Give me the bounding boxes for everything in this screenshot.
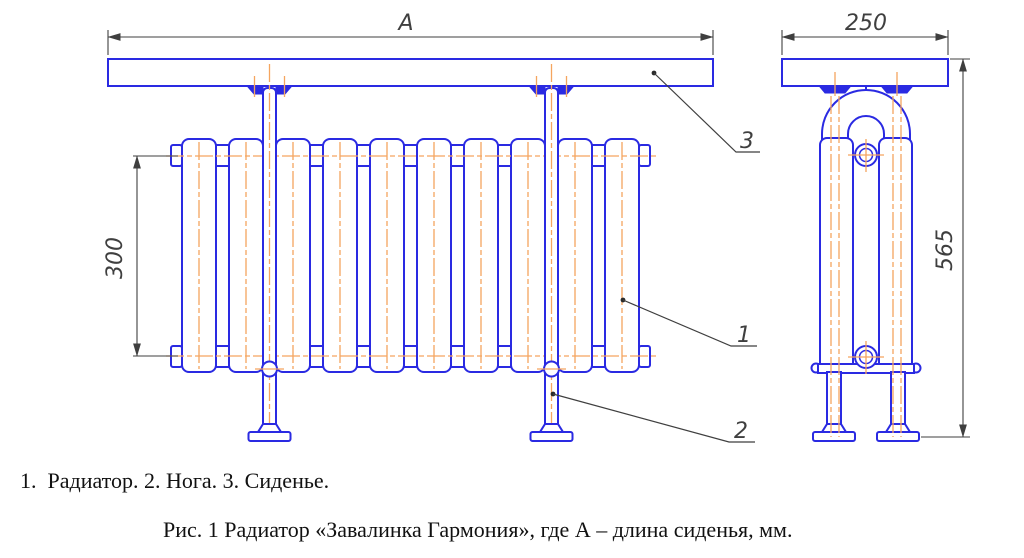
- dimensions: A 250 565 300: [103, 11, 970, 438]
- front-centerlines: [166, 142, 656, 369]
- callout-3-seat: 3: [651, 70, 760, 154]
- dim-label-250: 250: [845, 11, 887, 36]
- seat-front: [107, 58, 714, 87]
- side-centerlines: [830, 72, 902, 437]
- tube-bend-inner: [847, 115, 885, 140]
- dim-label-300: 300: [103, 237, 128, 279]
- callout-2-leg: 2: [550, 391, 755, 444]
- dim-seat-length: A: [107, 11, 714, 55]
- dim-label-565: 565: [933, 229, 958, 271]
- foot-plate: [529, 431, 574, 442]
- callout-3-label: 3: [740, 129, 754, 154]
- dim-radiator-height: 300: [103, 155, 178, 357]
- dim-seat-width: 250: [781, 11, 949, 55]
- seat-side: [781, 58, 949, 87]
- callout-1-label: 1: [737, 323, 751, 348]
- callouts: 3 1 2: [550, 70, 760, 444]
- tube-body: [878, 137, 913, 373]
- side-view: [781, 58, 949, 442]
- figure-caption: Рис. 1 Радиатор «Завалинка Гармония», гд…: [163, 517, 793, 542]
- front-view: [107, 58, 714, 442]
- legend-caption: 1. Радиатор. 2. Нога. 3. Сиденье.: [20, 468, 330, 493]
- foot-plate: [876, 431, 920, 442]
- dim-total-height: 565: [921, 58, 970, 438]
- radiator-front: [166, 138, 656, 373]
- foot-plate: [247, 431, 292, 442]
- callout-1-radiator: 1: [620, 297, 757, 348]
- dim-label-A: A: [396, 11, 413, 36]
- tube-body: [819, 137, 854, 373]
- foot-plate: [812, 431, 856, 442]
- callout-2-label: 2: [734, 419, 748, 444]
- front-legs: [246, 64, 575, 442]
